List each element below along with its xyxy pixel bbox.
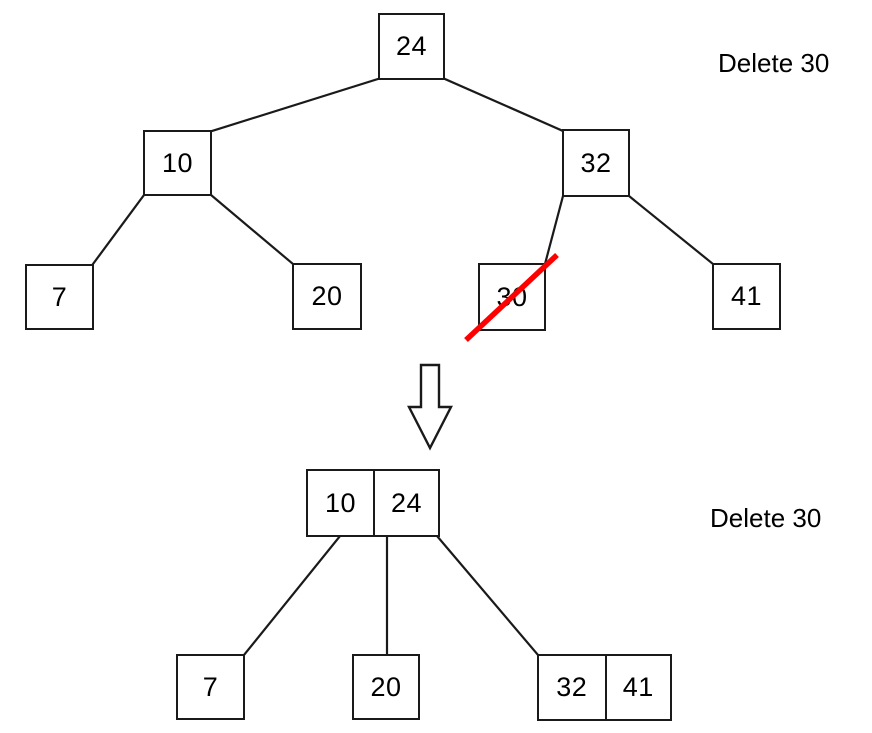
node-10: 10 [143,130,212,196]
node-24: 24 [378,13,445,80]
edge-32-41 [627,194,715,266]
leaf-7-after: 7 [176,654,245,720]
edge-root-3241 [435,534,540,657]
leaf-30-deleted: 30 [478,263,546,331]
node-24-key-0: 24 [395,31,428,61]
leaf-41-before-key-0: 41 [730,281,763,311]
leaf-7-before-key-0: 7 [51,281,68,312]
leaf-30-deleted-key-0: 30 [496,281,528,312]
leaf-7-before: 7 [25,264,94,330]
node-32: 32 [562,129,630,197]
down-arrow-icon [407,363,453,451]
leaf-41-before: 41 [712,263,781,330]
edge-10-7 [91,193,146,266]
leaf-20-before-key-0: 20 [311,281,343,311]
label-delete-bottom: Delete 30 [710,503,822,533]
leaf-7-after-key-0: 7 [202,671,219,702]
node-10-24-key-0: 10 [324,487,357,518]
leaf-20-before: 20 [292,263,362,330]
leaf-32-41-key-0: 32 [556,672,588,702]
edge-10-20 [209,193,295,266]
leaf-20-after: 20 [352,654,420,720]
edge-24-10 [210,77,380,133]
node-10-24-key-1: 24 [373,471,438,535]
label-delete-top: Delete 30 [718,48,830,78]
node-32-key-0: 32 [580,147,612,178]
leaf-32-41-key-1: 41 [604,656,671,719]
leaf-20-after-key-0: 20 [370,671,402,702]
node-10-key-0: 10 [161,147,194,178]
edge-32-30 [543,194,565,266]
edge-24-32 [443,77,565,133]
edge-root-7 [242,534,342,657]
leaf-32-41-after: 32 41 [537,654,672,721]
node-10-24-merged: 10 24 [306,469,440,537]
